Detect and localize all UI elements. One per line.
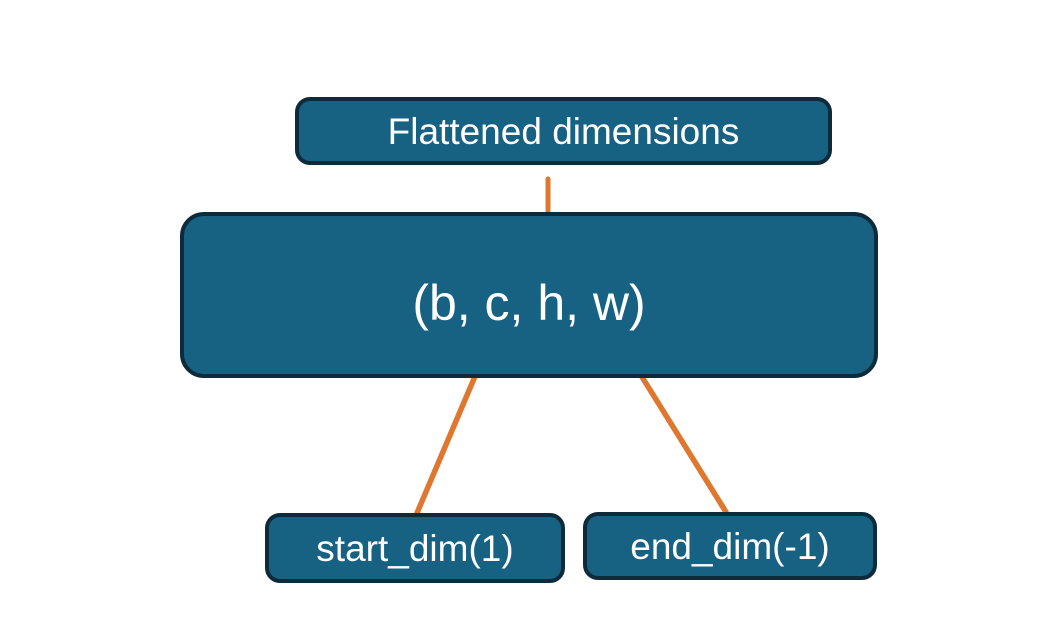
flattened-dimensions-label: Flattened dimensions [387, 110, 740, 152]
start-dim-label: start_dim(1) [316, 527, 514, 569]
node-end-dim: end_dim(-1) [583, 512, 877, 580]
node-start-dim: start_dim(1) [265, 513, 565, 583]
node-tensor-shape: (b, c, h, w) [180, 212, 878, 378]
node-flattened-dimensions: Flattened dimensions [295, 97, 832, 165]
tensor-shape-label: (b, c, h, w) [412, 275, 646, 331]
end-dim-label: end_dim(-1) [630, 525, 830, 567]
